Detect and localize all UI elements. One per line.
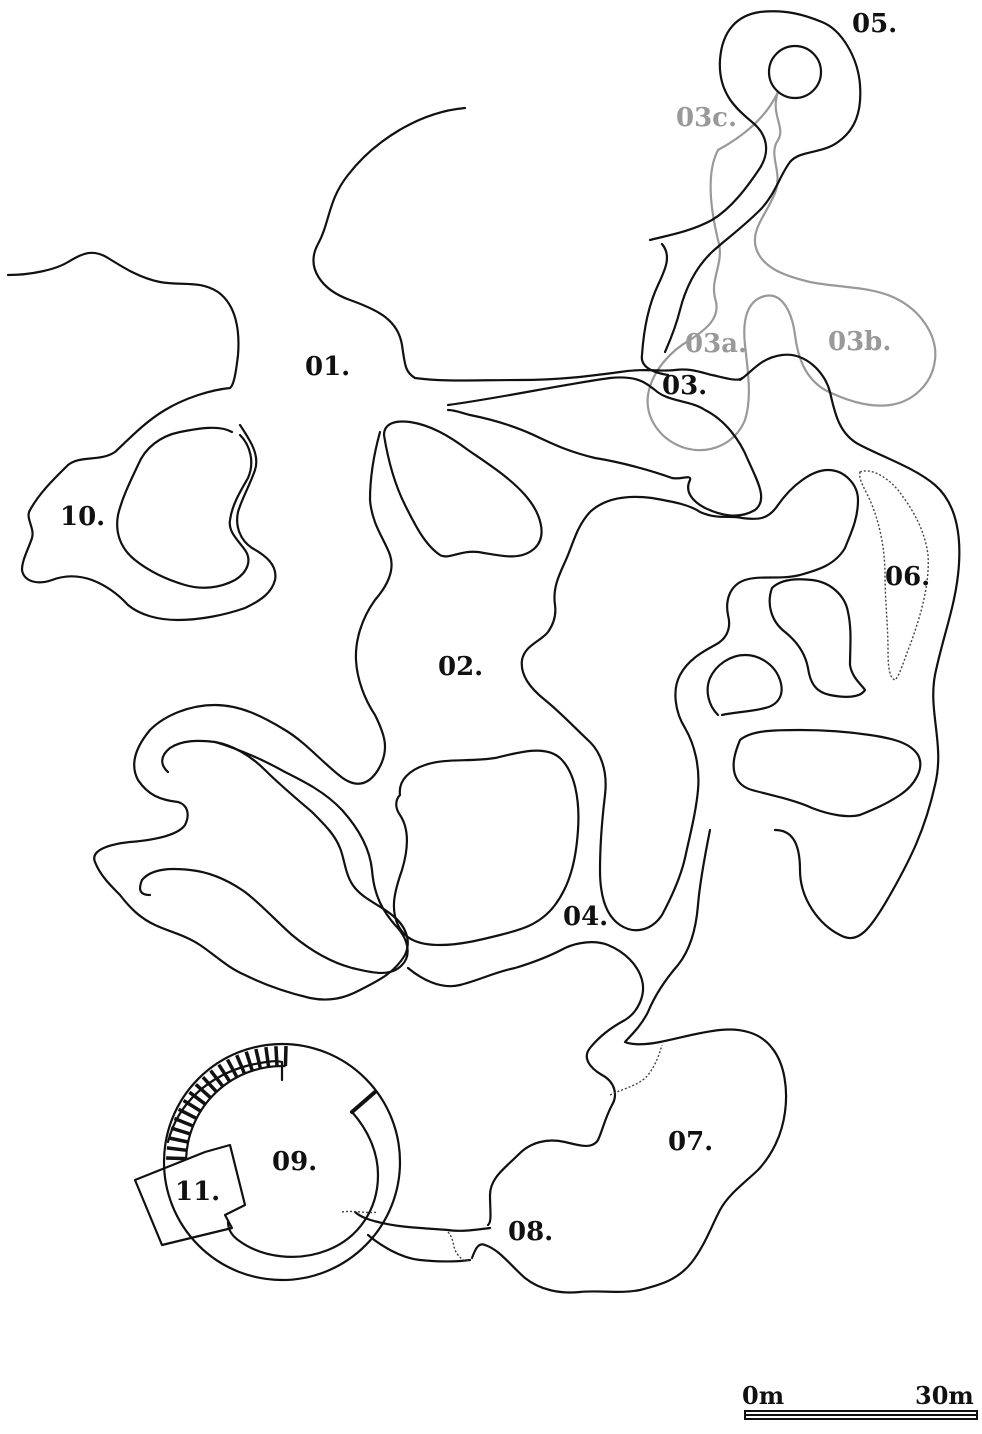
- wall-chamber-02-east: [520, 468, 860, 932]
- stair-step: [168, 1136, 189, 1144]
- wall-island-west: [139, 740, 409, 974]
- stair-step: [201, 1076, 218, 1093]
- scale-start-label: 0m: [742, 1381, 784, 1410]
- stair-step: [182, 1099, 202, 1113]
- stair-step: [209, 1069, 225, 1088]
- stair-step: [188, 1090, 207, 1106]
- stair-step: [283, 1046, 288, 1067]
- label-chamber-06: 06.: [885, 562, 930, 592]
- stair-step: [274, 1046, 279, 1067]
- wall-island-south-central: [392, 749, 580, 947]
- stair-step: [254, 1048, 263, 1069]
- label-chamber-08: 08.: [508, 1217, 553, 1247]
- dotted-07: [609, 1044, 663, 1096]
- stair-step: [235, 1054, 247, 1075]
- stair-step: [170, 1126, 191, 1136]
- label-chamber-03: 03.: [662, 371, 707, 401]
- label-chamber-07: 07.: [668, 1127, 713, 1157]
- pit-05: [767, 44, 823, 100]
- upper-level-passages: [646, 90, 937, 452]
- chamber-labels: 01. 02. 03. 03a. 03b. 03c. 04. 05. 06. 0…: [60, 9, 930, 1247]
- label-chamber-03b: 03b.: [828, 327, 891, 357]
- label-chamber-09: 09.: [272, 1147, 317, 1177]
- wall-passage-04-07-west: [406, 941, 645, 1227]
- label-chamber-10: 10.: [60, 502, 105, 532]
- dotted-06: [858, 470, 929, 681]
- dotted-08: [447, 1231, 471, 1262]
- wall-east-outer: [738, 353, 961, 940]
- label-chamber-03c: 03c.: [676, 103, 737, 133]
- wall-chamber-08: [353, 1210, 492, 1232]
- wall-chamber-08-lower: [366, 1233, 472, 1263]
- wall-shaft-05-lower: [640, 242, 670, 377]
- ring-chamber-09-inner: [226, 1110, 380, 1258]
- stair-step: [166, 1156, 187, 1161]
- stair-step: [166, 1146, 187, 1153]
- stair-step: [177, 1107, 198, 1120]
- scale-end-label: 30m: [915, 1381, 974, 1410]
- staircase-09: [166, 1046, 288, 1161]
- wall-chamber-03-south: [446, 376, 763, 517]
- ring-chamber-09-outer: [162, 1042, 402, 1282]
- stair-inner-arc: [185, 1064, 286, 1159]
- wall-passage-04-07-east: [470, 828, 788, 1294]
- wall-chamber-11: [133, 1143, 247, 1247]
- wall-island-central: [382, 420, 543, 558]
- stair-step: [194, 1083, 212, 1100]
- wall-island-east-small: [706, 653, 783, 717]
- dotted-boundaries: [341, 470, 929, 1262]
- label-chamber-05: 05.: [852, 9, 897, 39]
- stair-step: [225, 1058, 239, 1079]
- wall-island-east-upper: [768, 578, 867, 698]
- label-chamber-04: 04.: [563, 902, 608, 932]
- label-chamber-03a: 03a.: [685, 329, 747, 359]
- wall-chamber-01-west: [6, 251, 277, 622]
- scale-bar: 0m 30m: [742, 1381, 978, 1420]
- label-chamber-02: 02.: [438, 652, 483, 682]
- wall-upper-tunnel: [312, 106, 744, 382]
- wall-chamber-05: [648, 10, 862, 354]
- dotted-09: [341, 1210, 379, 1214]
- gate-09: [350, 1090, 377, 1114]
- wall-island-east-lower: [732, 728, 922, 818]
- wall-chamber-02-west: [93, 430, 409, 1001]
- cave-walls: [6, 10, 961, 1294]
- label-chamber-01: 01.: [305, 352, 350, 382]
- stair-step: [173, 1116, 194, 1128]
- stair-step: [264, 1046, 271, 1068]
- stair-step: [244, 1051, 254, 1072]
- stair-step: [217, 1063, 232, 1083]
- label-chamber-11: 11.: [175, 1177, 220, 1207]
- wall-chamber-10-inner: [116, 426, 253, 589]
